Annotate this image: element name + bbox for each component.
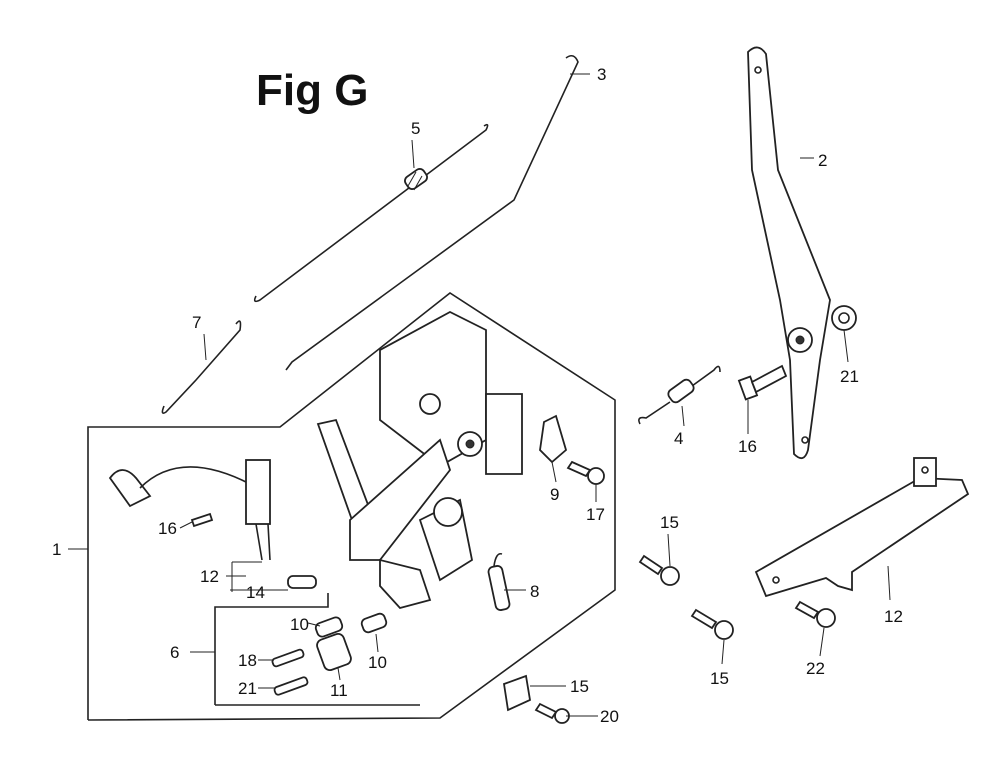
callout-24: 22: [806, 659, 825, 678]
subassembly-outline: [214, 593, 329, 705]
screw-part-18: [190, 512, 214, 528]
spring-part-5: [404, 168, 428, 191]
callout-20: 18: [238, 651, 257, 670]
callout-7: 7: [192, 313, 201, 332]
spring-part-14: [287, 575, 317, 589]
wire-harness-part-13: [108, 459, 271, 561]
callout-10a: 10: [290, 615, 309, 634]
callout-18: 16: [158, 519, 177, 538]
callout-15-top: 15: [660, 513, 679, 532]
callout-12: 12: [884, 607, 903, 626]
spring-part-8: [487, 552, 511, 611]
plate-part-12: [754, 457, 970, 598]
control-bracket: [316, 310, 523, 610]
clamp-part-17: [502, 674, 532, 712]
bolt-part-15b: [690, 608, 734, 640]
callout-8: 8: [530, 582, 539, 601]
spring-part-10b: [360, 612, 388, 634]
pin-part-20: [271, 648, 305, 668]
callout-15b: 15: [710, 669, 729, 688]
spring-rod-part-5: [253, 123, 489, 303]
callout-19: 17: [586, 505, 605, 524]
bolt-part-15a: [638, 554, 680, 586]
figure-title: Fig G: [256, 66, 369, 115]
nut-part-23: [831, 305, 857, 331]
bolt-part-16: [737, 364, 788, 401]
leader-lines: [68, 73, 891, 717]
callout-21: 21: [238, 679, 257, 698]
callout-5: 5: [411, 119, 420, 138]
lever-part-2: [747, 46, 831, 460]
pin-part-21: [273, 676, 309, 696]
callout-2: 2: [818, 151, 827, 170]
clip-part-9: [539, 414, 568, 464]
screw-part-22: [534, 702, 570, 724]
callout-4: 4: [674, 429, 683, 448]
callout-1: 1: [52, 540, 61, 559]
callout-16: 16: [738, 437, 757, 456]
collar-part-11: [316, 632, 352, 672]
callout-10b: 10: [368, 653, 387, 672]
bolt-part-24: [794, 600, 836, 628]
spring-part-4: [638, 365, 721, 425]
screw-part-19: [566, 460, 605, 485]
assembly-outline: [87, 292, 616, 721]
callout-3: 3: [597, 65, 606, 84]
rod-part-3: [285, 54, 579, 371]
callout-11-visible: 11: [330, 681, 348, 700]
callout-23: 21: [840, 367, 859, 386]
callout-6: 6: [170, 643, 179, 662]
callout-14-label: 14: [246, 583, 265, 602]
spring-part-10a: [314, 616, 344, 638]
callout-9: 9: [550, 485, 559, 504]
callout-17: 15: [570, 677, 589, 696]
callout-13-text: 12: [200, 567, 219, 586]
callout-22: 20: [600, 707, 619, 726]
link-rod-part-7: [161, 320, 242, 414]
